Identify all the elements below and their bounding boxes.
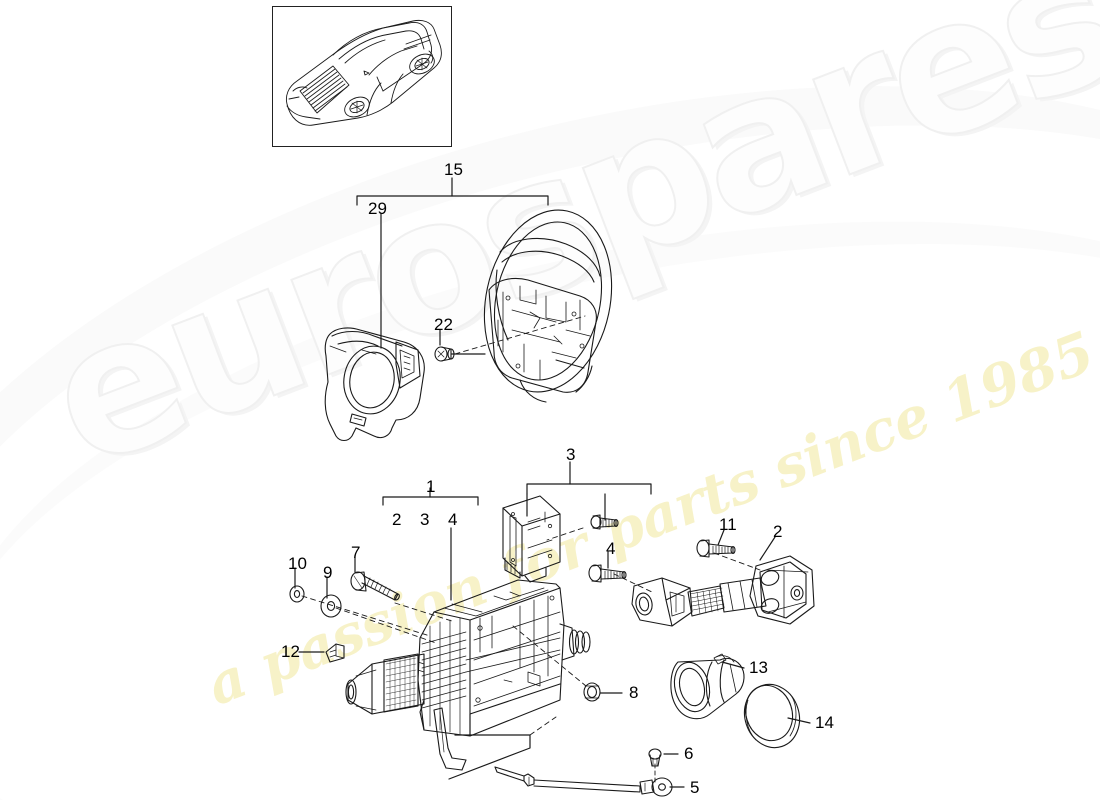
universal-joint-shaft-art <box>631 555 815 627</box>
callout-13: 13 <box>749 658 768 677</box>
bolt-4b-art <box>588 564 627 583</box>
callout-8: 8 <box>629 683 639 702</box>
callout-6: 6 <box>684 744 694 763</box>
callout-4-bolt: 4 <box>606 539 616 558</box>
callout-7: 7 <box>351 543 361 562</box>
callout-4-group: 4 <box>448 510 458 529</box>
callout-14: 14 <box>815 713 834 732</box>
callout-12: 12 <box>281 642 300 661</box>
callout-9: 9 <box>323 563 333 582</box>
callout-2-group: 2 <box>392 510 402 529</box>
clip-12-art <box>325 643 345 663</box>
release-rod-5-art <box>494 766 673 797</box>
screw-22-art <box>434 346 455 362</box>
steering-column-housing-art <box>345 579 591 771</box>
callout-29: 29 <box>368 199 387 218</box>
callout-3-control-unit: 3 <box>566 445 576 464</box>
pin-6-art <box>648 748 662 767</box>
vehicle-thumbnail[interactable] <box>272 6 452 147</box>
vehicle-thumbnail-drawing <box>286 19 442 126</box>
sealing-ring-14-art <box>743 683 801 749</box>
callout-15: 15 <box>444 160 463 179</box>
bellows-13-art <box>670 653 745 720</box>
washer-10-art <box>289 585 305 603</box>
callout-11: 11 <box>719 515 737 534</box>
callout-3-group: 3 <box>420 510 430 529</box>
bolt-3-art <box>590 514 619 530</box>
callout-2-shaft: 2 <box>773 522 783 541</box>
callout-5: 5 <box>690 778 700 797</box>
bolt-7-art <box>350 571 400 601</box>
switch-housing-art <box>324 327 425 442</box>
bolt-11-art <box>696 539 736 558</box>
callout-1: 1 <box>426 477 436 496</box>
washer-9-art <box>320 594 342 618</box>
steering-wheel-art <box>483 209 613 403</box>
callout-leaders <box>294 177 811 788</box>
control-unit-art <box>502 495 561 583</box>
nut-8-art <box>583 682 601 702</box>
callout-22: 22 <box>434 315 453 334</box>
callout-10: 10 <box>288 554 307 573</box>
